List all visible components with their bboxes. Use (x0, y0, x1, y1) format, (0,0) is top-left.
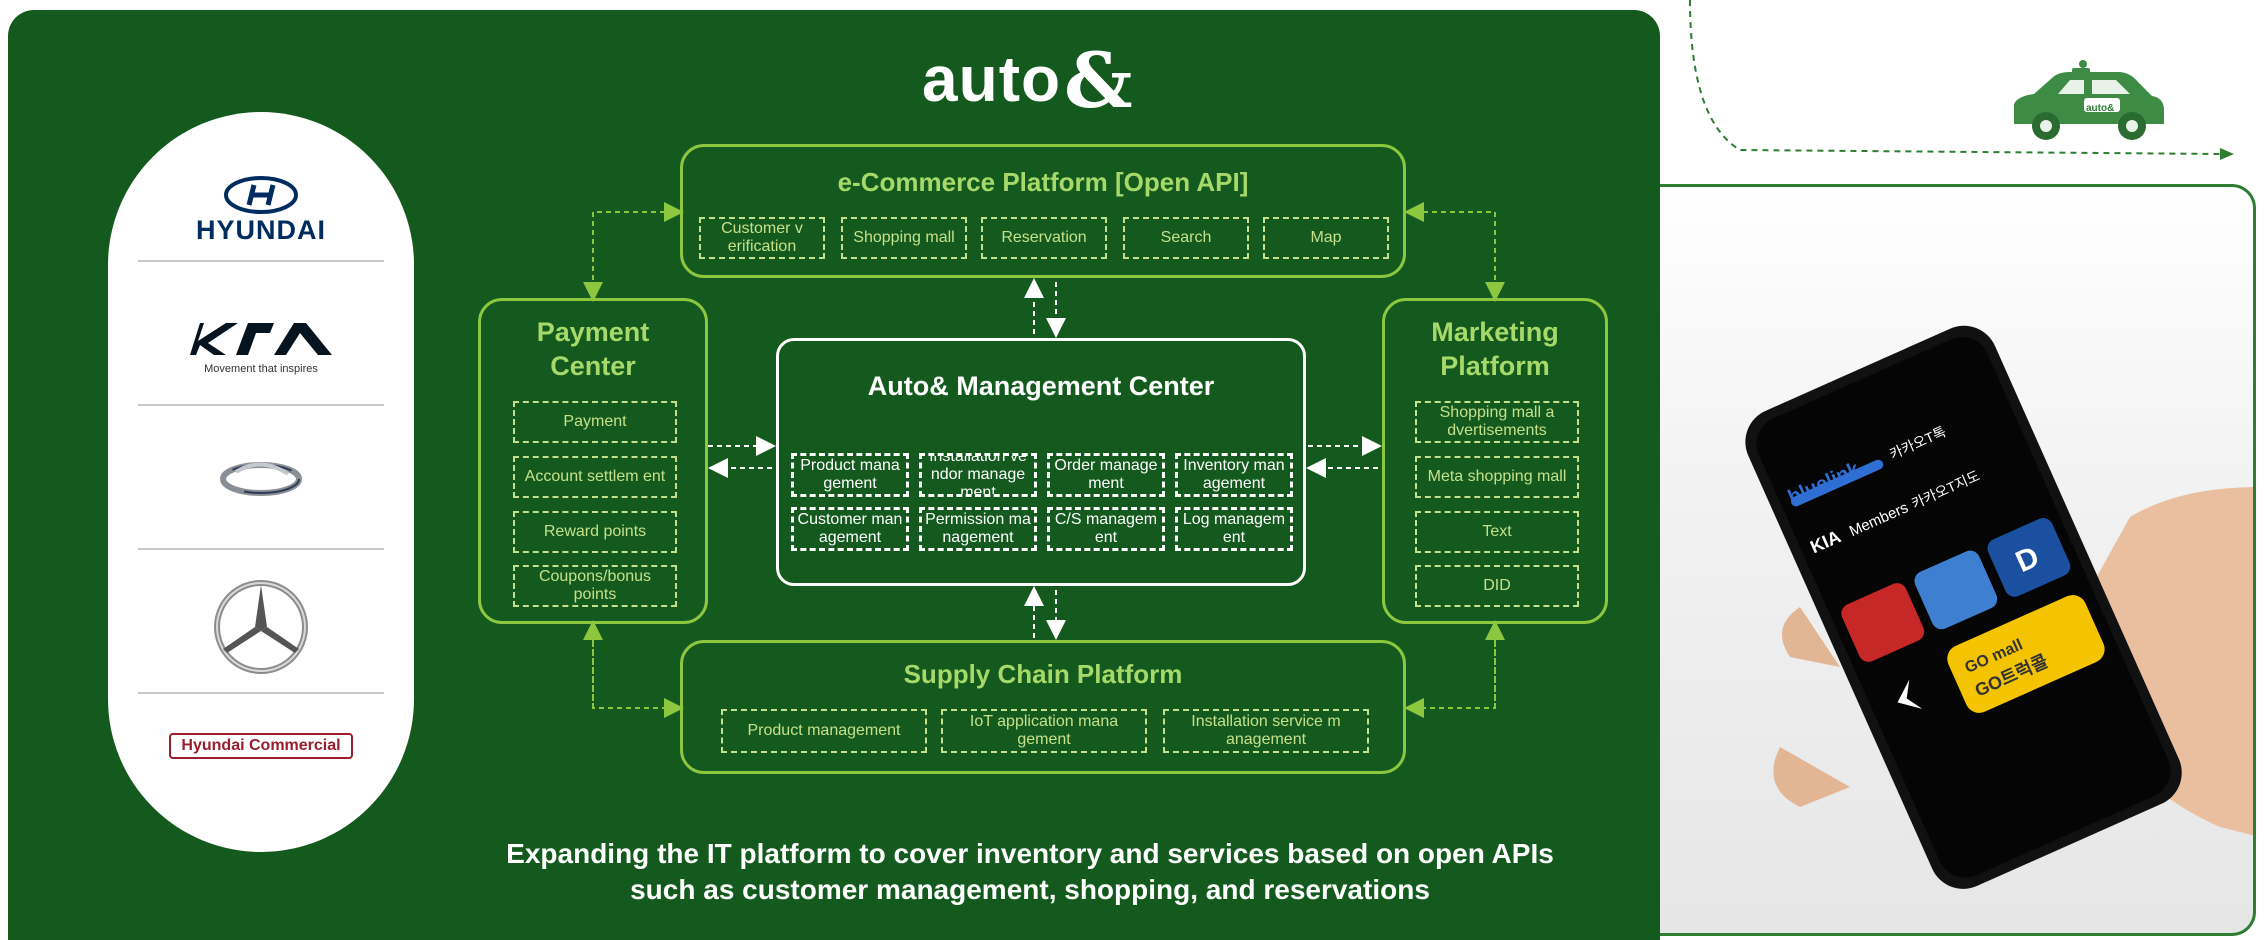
chip-did: DID (1415, 565, 1579, 607)
marketing-platform-box: Marketing Platform Shopping mall a dvert… (1382, 298, 1608, 624)
renault-samsung-logo (108, 424, 414, 534)
divider (138, 548, 384, 550)
divider (138, 404, 384, 406)
chip-order-management: Order manage ment (1047, 453, 1165, 497)
app-icon-red (1841, 583, 1925, 662)
kia-k-icon (1897, 679, 1923, 709)
hyundai-emblem-icon (224, 175, 298, 214)
hyundai-commercial-logo: Hyundai Commercial (108, 726, 414, 766)
smartphone: bluelink 카카오T톡 KIA Members 카카오T지도 D GO m… (1745, 325, 2182, 889)
chip-iot-application-management: IoT application mana gement (941, 709, 1147, 753)
chip-account-settlement: Account settlem ent (513, 456, 677, 498)
payment-center-box: Payment Center Payment Account settlem e… (478, 298, 708, 624)
arrow-marketing-to-ecommerce (1404, 202, 1496, 298)
divider (138, 692, 384, 694)
thumb (1782, 607, 1840, 667)
arrow-payment-to-ecommerce (592, 202, 684, 298)
route-arrowhead-icon (2220, 148, 2234, 160)
chip-map: Map (1263, 217, 1389, 259)
ecommerce-platform-box: e-Commerce Platform [Open API] Customer … (680, 144, 1406, 278)
car-icon (2014, 60, 2164, 140)
caption-line1: Expanding the IT platform to cover inven… (506, 838, 1554, 869)
mercedes-logo (108, 568, 414, 686)
phone-illustration: bluelink 카카오T톡 KIA Members 카카오T지도 D GO m… (1745, 325, 2253, 889)
chip-shopping-mall-ads: Shopping mall a dvertisements (1415, 401, 1579, 443)
car-badge: auto& (2086, 103, 2114, 114)
ecommerce-title: e-Commerce Platform [Open API] (837, 167, 1249, 197)
chip-installation-vendor-management: Installation ve ndor manage ment (919, 453, 1037, 497)
hyundai-wordmark: HYUNDAI (195, 214, 326, 245)
marketing-title-line2: Platform (1440, 351, 1550, 381)
car-route-area: auto& (1689, 0, 2234, 160)
payment-title-line1: Payment (536, 317, 650, 347)
marketing-title-line1: Marketing (1431, 317, 1559, 347)
kia-logo: Movement that inspires (108, 292, 414, 402)
management-center-title: Auto& Management Center (867, 371, 1215, 401)
chip-cs-management: C/S managem ent (1047, 507, 1165, 551)
oem-brand-list: HYUNDAI Movement that inspires Hyundai C… (108, 112, 414, 852)
app-icon-d (1987, 518, 2071, 597)
chip-customer-verification: Customer v erification (699, 217, 825, 259)
chip-meta-shopping-mall: Meta shopping mall (1415, 456, 1579, 498)
chip-installation-service-management: Installation service m anagement (1163, 709, 1369, 753)
swirl-emblem-icon (220, 462, 302, 496)
logo-ampersand: & (1064, 36, 1133, 125)
phone-panel: bluelink 카카오T톡 KIA Members 카카오T지도 D GO m… (1660, 184, 2256, 936)
kia-tagline: Movement that inspires (204, 363, 318, 375)
marketing-title: Marketing Platform (1385, 315, 1605, 383)
route-line (1689, 0, 2221, 155)
gomall-icon (1947, 595, 2105, 713)
caption-line2: such as customer management, shopping, a… (630, 874, 1430, 905)
chip-shopping-mall: Shopping mall (841, 217, 967, 259)
app-icon-blue (1914, 550, 1998, 630)
payment-title: Payment Center (481, 315, 705, 383)
arrow-marketing-to-supply (1404, 624, 1496, 718)
finger (1773, 747, 1850, 807)
hyundai-commercial-wordmark: Hyundai Commercial (169, 733, 353, 759)
auto-and-logo: auto & (912, 36, 1152, 126)
hyundai-logo: HYUNDAI (108, 150, 414, 270)
chip-permission-management: Permission ma nagement (919, 507, 1037, 551)
chip-reward-points: Reward points (513, 511, 677, 553)
supply-chain-box: Supply Chain Platform Product management… (680, 640, 1406, 774)
payment-title-line2: Center (550, 351, 636, 381)
kia-emblem-icon (190, 323, 332, 355)
mercedes-star-icon (214, 580, 308, 674)
chip-inventory-management: Inventory man agement (1175, 453, 1293, 497)
chip-log-management: Log managem ent (1175, 507, 1293, 551)
caption: Expanding the IT platform to cover inven… (420, 836, 1640, 908)
chip-product-management: Product mana gement (791, 453, 909, 497)
arrow-payment-to-supply (592, 624, 684, 718)
chip-search: Search (1123, 217, 1249, 259)
chip-reservation: Reservation (981, 217, 1107, 259)
supply-chain-title: Supply Chain Platform (903, 659, 1183, 689)
chip-product-management: Product management (721, 709, 927, 753)
divider (138, 260, 384, 262)
chip-customer-management: Customer man agement (791, 507, 909, 551)
management-center-box: Auto& Management Center Product mana gem… (776, 338, 1306, 586)
chip-payment: Payment (513, 401, 677, 443)
logo-word: auto (922, 43, 1062, 115)
chip-coupons-bonus-points: Coupons/bonus points (513, 565, 677, 607)
chip-text: Text (1415, 511, 1579, 553)
